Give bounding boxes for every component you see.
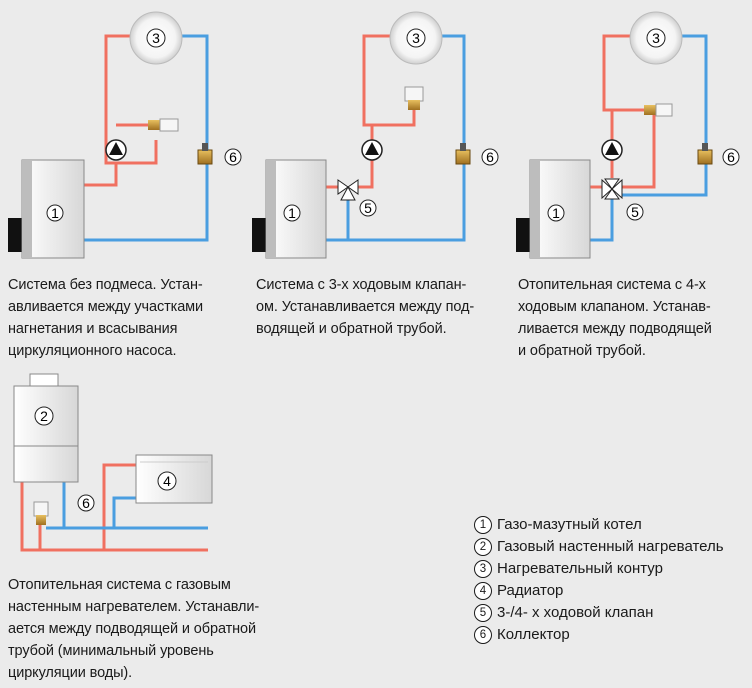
heating-circuit: 3 [129, 11, 183, 65]
heating-circuit: 3 [389, 11, 443, 65]
caption-system-4: Отопительная система с газовым настенным… [8, 577, 260, 681]
circuit-label: 3 [152, 30, 160, 46]
caption-system-2: Система с 3-х ходовым клапан- ом. Устана… [256, 277, 475, 337]
pump-icon [361, 139, 383, 161]
valve-label: 5 [631, 204, 639, 220]
caption-system-1: Система без подмеса. Устан- авливается м… [8, 277, 204, 359]
return-pipe [46, 482, 208, 530]
thermostatic-valve-icon [33, 501, 49, 525]
legend-text: Коллектор [497, 626, 570, 643]
collector-icon: 6 [197, 143, 242, 166]
legend-item: 5 3-/4- х ходовой клапан [474, 602, 724, 624]
caption-system-3: Отопительная система с 4-х ходовым клапа… [518, 277, 712, 359]
collector-label: 6 [82, 495, 90, 511]
legend-text: Газо-мазутный котел [497, 516, 642, 533]
legend-item: 1 Газо-мазутный котел [474, 514, 724, 536]
boiler: 1 [252, 159, 327, 259]
wall-heater-label: 2 [40, 408, 48, 424]
radiator: 4 [135, 454, 213, 504]
collector-icon: 6 [455, 143, 499, 166]
system-4-diagram: 2 4 6 [13, 373, 213, 552]
burner [8, 218, 24, 252]
legend-item: 4 Радиатор [474, 580, 724, 602]
legend-text: Нагревательный контур [497, 560, 663, 577]
legend-number: 1 [474, 516, 492, 534]
collector-label: 6 [229, 149, 237, 165]
supply-pipe [82, 34, 158, 187]
legend-number: 6 [474, 626, 492, 644]
legend-number: 4 [474, 582, 492, 600]
boiler-label: 1 [288, 205, 296, 221]
legend-text: 3-/4- х ходовой клапан [497, 604, 654, 621]
radiator-label: 4 [163, 473, 171, 489]
return-pipe [84, 34, 209, 242]
wall-heater: 2 [13, 373, 79, 483]
legend: 1 Газо-мазутный котел 2 Газовый настенный … [474, 514, 724, 646]
circuit-label: 3 [412, 30, 420, 46]
boiler: 1 [8, 159, 85, 259]
boiler-label: 1 [552, 205, 560, 221]
legend-item: 3 Нагревательный контур [474, 558, 724, 580]
circuit-label: 3 [652, 30, 660, 46]
legend-number: 3 [474, 560, 492, 578]
collector-label: 6 [486, 149, 494, 165]
heating-circuit: 3 [629, 11, 683, 65]
collector-label: 6 [727, 149, 735, 165]
valve-label: 5 [364, 200, 372, 216]
legend-text: Радиатор [497, 582, 564, 599]
pump-icon [601, 139, 623, 161]
return-pipe [326, 34, 466, 242]
boiler: 1 [516, 159, 591, 259]
system-3-diagram: 1 3 5 6 [516, 11, 740, 259]
legend-number: 5 [474, 604, 492, 622]
thermostatic-valve-icon [148, 118, 179, 132]
system-1-diagram: 1 3 6 [8, 11, 242, 259]
legend-number: 2 [474, 538, 492, 556]
four-way-valve-icon: 5 [601, 178, 644, 221]
boiler-label-circle [46, 204, 64, 222]
collector-label-group: 6 [77, 494, 95, 512]
system-2-diagram: 1 3 5 6 [252, 11, 499, 259]
three-way-valve-icon: 5 [337, 179, 377, 217]
legend-item: 6 Коллектор [474, 624, 724, 646]
legend-text: Газовый настенный нагреватель [497, 538, 724, 555]
legend-item: 2 Газовый настенный нагреватель [474, 536, 724, 558]
boiler-label: 1 [51, 205, 59, 221]
thermostatic-valve-icon [404, 86, 424, 110]
collector-icon: 6 [697, 143, 740, 166]
pump-icon [105, 139, 127, 161]
thermostatic-valve-icon [644, 103, 673, 117]
return-pipe [590, 34, 708, 242]
